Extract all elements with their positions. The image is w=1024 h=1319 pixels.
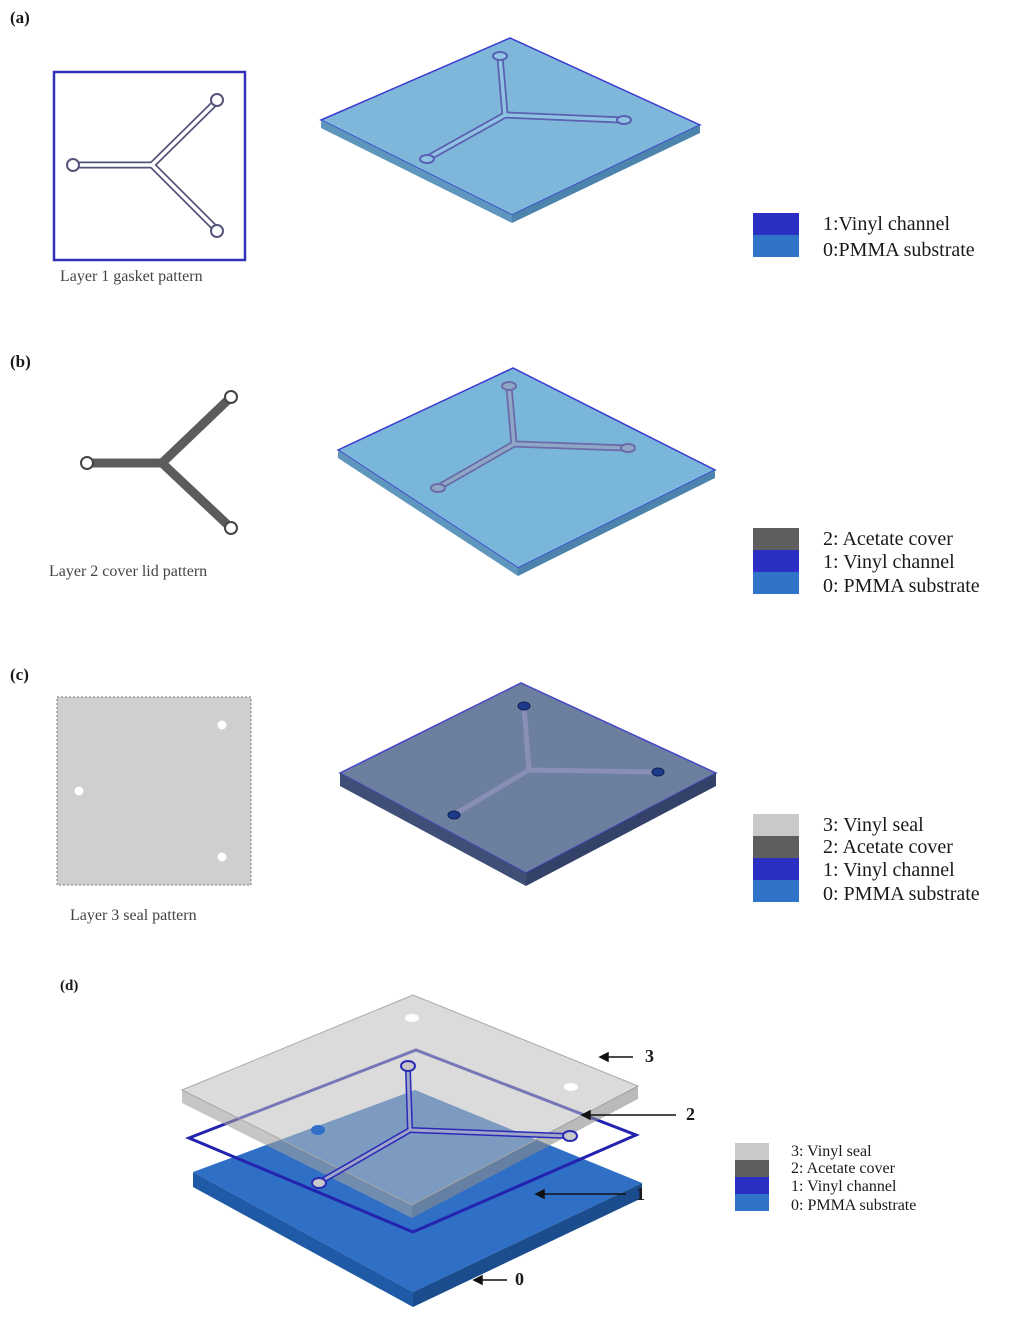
panel-a-label: (a) xyxy=(10,8,30,27)
swatch-acetate-cover xyxy=(753,528,799,550)
seal-pattern xyxy=(56,696,252,886)
swatch-acetate-cover xyxy=(753,836,799,858)
swatch-vinyl-channel xyxy=(753,550,799,572)
legend-d-item-3: 3: Vinyl seal xyxy=(791,1143,872,1160)
legend-b: 2: Acetate cover 1: Vinyl channel 0: PMM… xyxy=(753,528,1018,598)
swatch-vinyl-channel xyxy=(753,213,799,235)
gasket-pattern xyxy=(52,70,247,262)
panel-a-caption: Layer 1 gasket pattern xyxy=(60,268,203,285)
legend-c-item-3: 3: Vinyl seal xyxy=(823,814,924,836)
arrow-label-2: 2 xyxy=(686,1104,695,1124)
swatch-vinyl-channel xyxy=(735,1177,769,1194)
legend-d-item-2: 2: Acetate cover xyxy=(791,1160,895,1177)
panel-c-caption: Layer 3 seal pattern xyxy=(70,907,197,924)
swatch-pmma-substrate xyxy=(753,880,799,902)
plate-c xyxy=(338,682,718,886)
legend-b-item-2: 2: Acetate cover xyxy=(823,528,953,550)
legend-d: 3: Vinyl seal 2: Acetate cover 1: Vinyl … xyxy=(735,1143,1015,1215)
panel-b-label: (b) xyxy=(10,352,31,371)
plate-a xyxy=(319,37,702,223)
legend-c-item-1: 1: Vinyl channel xyxy=(823,859,955,881)
legend-b-item-1: 1: Vinyl channel xyxy=(823,551,955,573)
plate-b xyxy=(336,367,717,576)
legend-c: 3: Vinyl seal 2: Acetate cover 1: Vinyl … xyxy=(753,814,1018,906)
legend-c-item-2: 2: Acetate cover xyxy=(823,836,953,858)
legend-a: 1:Vinyl channel 0:PMMA substrate xyxy=(753,213,1018,263)
swatch-pmma-substrate xyxy=(753,235,799,257)
legend-a-item-0: 0:PMMA substrate xyxy=(823,239,975,261)
arrows xyxy=(472,1051,676,1286)
legend-c-item-0: 0: PMMA substrate xyxy=(823,883,980,905)
swatch-acetate-cover xyxy=(735,1160,769,1177)
legend-a-item-1: 1:Vinyl channel xyxy=(823,213,951,235)
swatch-vinyl-seal xyxy=(753,814,799,836)
arrow-label-0: 0 xyxy=(515,1269,524,1289)
cover-lid-pattern xyxy=(80,390,238,535)
legend-d-item-1: 1: Vinyl channel xyxy=(791,1178,897,1195)
swatch-pmma-substrate xyxy=(735,1194,769,1211)
arrow-label-1: 1 xyxy=(636,1184,645,1204)
legend-b-item-0: 0: PMMA substrate xyxy=(823,575,980,597)
swatch-vinyl-seal xyxy=(735,1143,769,1160)
arrow-label-3: 3 xyxy=(645,1046,654,1066)
panel-b-caption: Layer 2 cover lid pattern xyxy=(49,563,208,580)
panel-d-label: (d) xyxy=(60,978,79,994)
legend-d-item-0: 0: PMMA substrate xyxy=(791,1197,917,1214)
swatch-pmma-substrate xyxy=(753,572,799,594)
exploded-stack xyxy=(180,994,676,1307)
swatch-vinyl-channel xyxy=(753,858,799,880)
panel-c-label: (c) xyxy=(10,665,29,684)
